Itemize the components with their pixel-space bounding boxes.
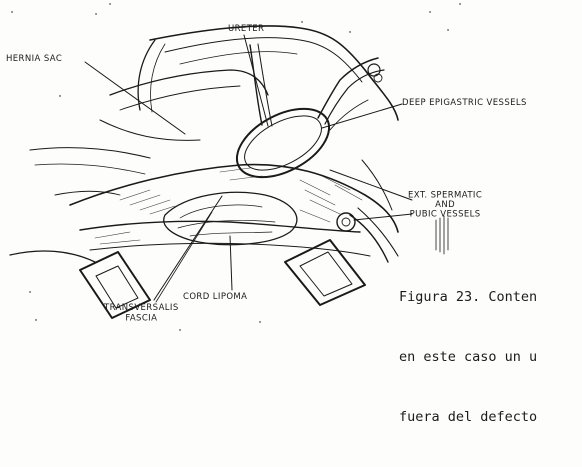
ureter-leader bbox=[244, 35, 268, 126]
ext-spermatic-line3: PUBIC VESSELS bbox=[408, 210, 482, 219]
transversalis-line2: FASCIA bbox=[104, 313, 179, 324]
caption-line-3: fuera del defecto bbox=[399, 407, 582, 427]
cord-lipoma-label: CORD LIPOMA bbox=[183, 292, 247, 303]
ureter-label: URETER bbox=[228, 24, 264, 35]
ext-spermatic-label: EXT. SPERMATIC AND PUBIC VESSELS bbox=[408, 191, 482, 219]
upper-tissue-contour bbox=[150, 26, 398, 120]
print-speckles bbox=[12, 4, 460, 330]
caption-line-2: en este caso un u bbox=[399, 347, 582, 367]
transversalis-fascia-label: TRANSVERSALIS FASCIA bbox=[104, 303, 179, 324]
hernia-sac-leader bbox=[85, 62, 185, 134]
spermatic-vessels bbox=[350, 215, 388, 262]
hernia-sac-fold bbox=[110, 70, 268, 95]
figure-23-illustration: URETER HERNIA SAC DEEP EPIGASTRIC VESSEL… bbox=[0, 0, 582, 340]
hernia-sac-label: HERNIA SAC bbox=[6, 54, 62, 65]
pubic-vessels-leader bbox=[354, 214, 412, 220]
ext-spermatic-leader bbox=[330, 170, 412, 200]
muscle-hatching bbox=[95, 168, 362, 244]
transversalis-leader bbox=[154, 196, 222, 300]
figure-caption: Figura 23. Conten en este caso un u fuer… bbox=[399, 247, 582, 467]
transversalis-line1: TRANSVERSALIS bbox=[104, 303, 179, 314]
caption-line-1: Figura 23. Conten bbox=[399, 287, 582, 307]
deep-epigastric-vessels-label: DEEP EPIGASTRIC VESSELS bbox=[402, 98, 527, 109]
